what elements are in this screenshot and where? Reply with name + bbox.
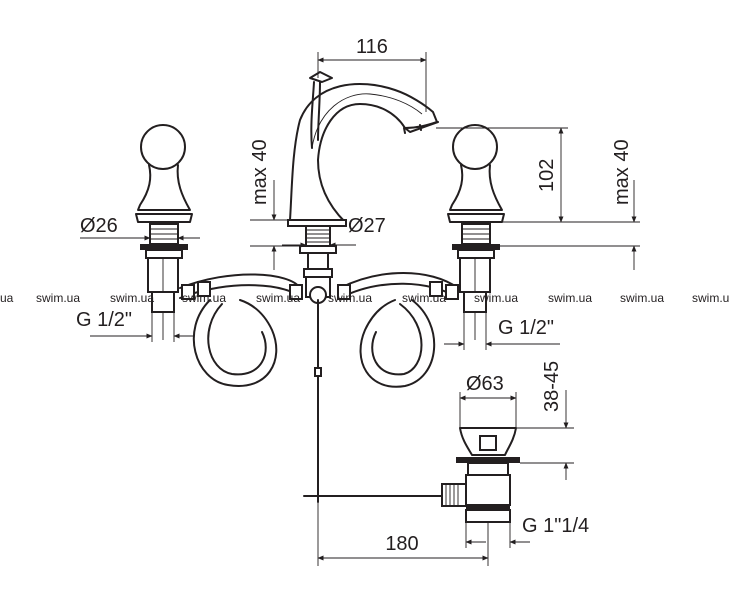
spout bbox=[287, 71, 439, 227]
right-max-height-label: max 40 bbox=[611, 139, 633, 205]
dimension-lines bbox=[80, 52, 640, 566]
left-max-height-label: max 40 bbox=[249, 139, 271, 205]
left-thread-label: G 1/2" bbox=[76, 309, 132, 331]
spout-reach-label: 116 bbox=[356, 36, 388, 58]
pop-up-drain bbox=[441, 427, 520, 523]
watermark-text: swim.ua bbox=[110, 291, 154, 305]
spout-tail bbox=[299, 225, 337, 278]
watermark-strip: ua swim.ua swim.ua swim.ua swim.ua swim.… bbox=[0, 291, 729, 305]
right-thread-label: G 1/2" bbox=[498, 317, 554, 339]
watermark-text: swim.ua bbox=[328, 291, 372, 305]
watermark-text: swim.ua bbox=[256, 291, 300, 305]
left-handle bbox=[135, 124, 193, 340]
drain-diameter-label: Ø63 bbox=[466, 373, 504, 395]
watermark-text: swim.ua bbox=[548, 291, 592, 305]
watermark-text: swim.ua bbox=[36, 291, 80, 305]
left-flex-hose bbox=[179, 273, 303, 387]
drain-thread-label: G 1"1/4 bbox=[522, 515, 589, 537]
drain-range-label: 38-45 bbox=[541, 361, 563, 412]
watermark-text: swim.ua bbox=[402, 291, 446, 305]
drain-spacing-label: 180 bbox=[385, 533, 418, 555]
dimension-labels: 116 max 40 max 40 102 Ø26 Ø27 G 1/2" G 1… bbox=[76, 36, 633, 555]
right-flex-hose bbox=[337, 272, 459, 388]
watermark-text: swim.ua bbox=[182, 291, 226, 305]
watermark-text: ua bbox=[0, 291, 14, 305]
spout-height-label: 102 bbox=[536, 159, 558, 192]
pop-up-rod bbox=[303, 276, 449, 503]
watermark-text: swim.ua bbox=[620, 291, 664, 305]
watermark-text: swim.ua bbox=[692, 291, 729, 305]
right-handle bbox=[447, 124, 505, 340]
watermark-text: swim.ua bbox=[474, 291, 518, 305]
handle-diameter-label: Ø26 bbox=[80, 215, 118, 237]
spout-base-diameter-label: Ø27 bbox=[348, 215, 386, 237]
